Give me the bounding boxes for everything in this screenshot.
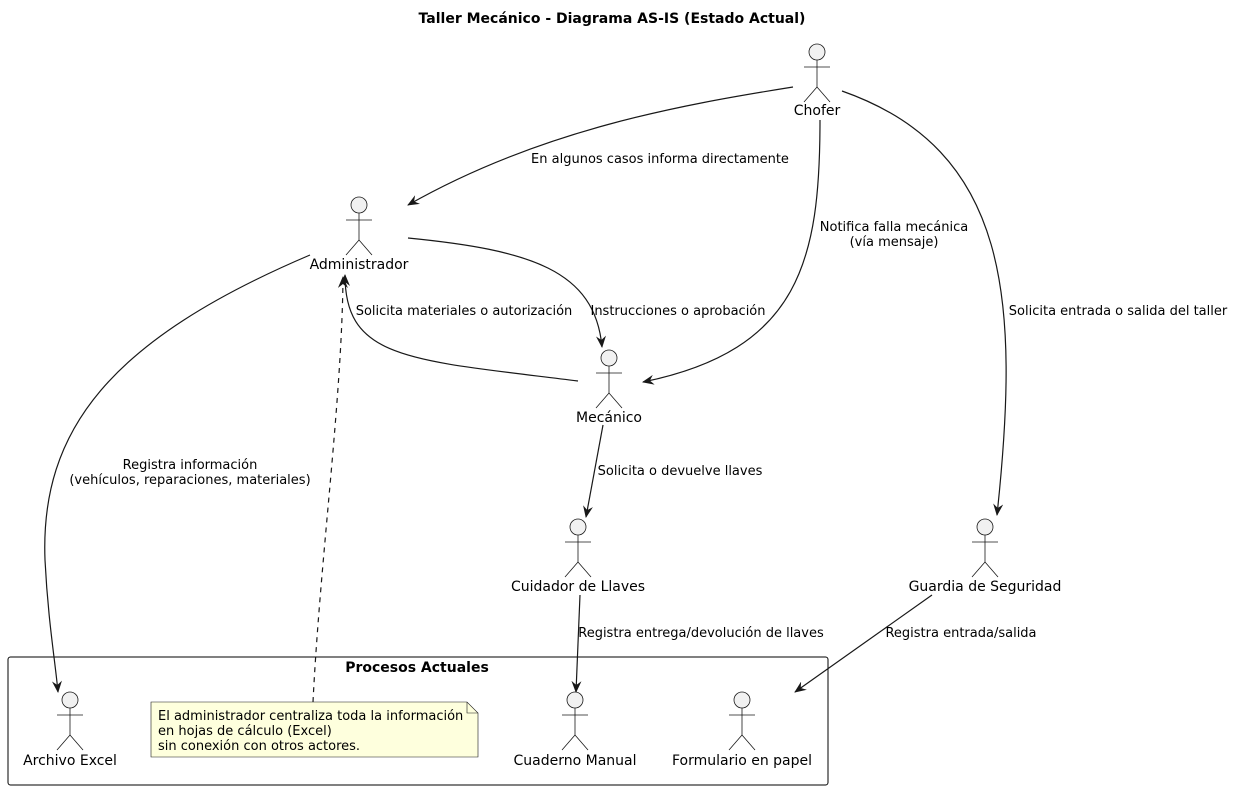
- note-line-3: sin conexión con otros actores.: [158, 739, 360, 754]
- edge-label: Registra entrega/devolución de llaves: [578, 626, 824, 641]
- edge-administrador-archivo-excel: Registra información (vehículos, reparac…: [44, 254, 311, 693]
- actor-archivo-excel: Archivo Excel: [23, 691, 117, 769]
- actor-cuaderno-manual: Cuaderno Manual: [514, 691, 637, 769]
- actor-icon: [561, 691, 589, 751]
- actor-label: Archivo Excel: [23, 753, 117, 769]
- actor-label: Chofer: [794, 103, 841, 119]
- edge-label: Solicita materiales o autorización: [356, 304, 573, 319]
- edge-label-line-1: Notifica falla mecánica: [820, 220, 968, 235]
- diagram-title: Taller Mecánico - Diagrama AS-IS (Estado…: [419, 11, 806, 27]
- actor-label: Cuaderno Manual: [514, 753, 637, 769]
- note-line-1: El administrador centraliza toda la info…: [158, 709, 463, 724]
- actor-formulario-en-papel: Formulario en papel: [672, 691, 812, 769]
- edge-mecanico-administrador: Solicita materiales o autorización: [340, 274, 579, 382]
- edge-label: Instrucciones o aprobación: [590, 304, 765, 319]
- edge-label-line-2: (vehículos, reparaciones, materiales): [69, 473, 310, 488]
- actor-icon: [564, 518, 592, 578]
- actor-icon: [595, 349, 623, 409]
- actor-chofer: Chofer: [794, 43, 841, 119]
- edge-label: Solicita o devuelve llaves: [598, 464, 763, 479]
- edge-mecanico-cuidador: Solicita o devuelve llaves: [583, 424, 763, 518]
- edge-chofer-guardia: Solicita entrada o salida del taller: [841, 90, 1228, 516]
- actor-icon: [803, 43, 831, 103]
- actor-administrador: Administrador: [310, 196, 409, 273]
- edge-administrador-mecanico: Instrucciones o aprobación: [407, 237, 766, 348]
- actor-label: Mecánico: [576, 410, 642, 426]
- edge-label-line-2: (vía mensaje): [850, 235, 939, 250]
- actor-icon: [345, 196, 373, 256]
- actor-guardia-de-seguridad: Guardia de Seguridad: [909, 518, 1062, 595]
- edge-label: Solicita entrada o salida del taller: [1009, 304, 1228, 319]
- edge-chofer-mecanico: Notifica falla mecánica (vía mensaje): [642, 119, 968, 385]
- actor-label: Cuidador de Llaves: [511, 579, 645, 595]
- edge-cuidador-cuaderno: Registra entrega/devolución de llaves: [571, 594, 824, 693]
- edge-label-line-1: Registra información: [123, 458, 258, 473]
- note-administrador: El administrador centraliza toda la info…: [150, 701, 479, 758]
- edge-label: En algunos casos informa directamente: [531, 152, 789, 167]
- edge-chofer-administrador: En algunos casos informa directamente: [407, 86, 794, 206]
- actor-icon: [56, 691, 84, 751]
- actor-label: Administrador: [310, 257, 409, 273]
- actor-icon: [728, 691, 756, 751]
- note-line-2: en hojas de cálculo (Excel): [158, 724, 332, 739]
- actor-cuidador-de-llaves: Cuidador de Llaves: [511, 518, 645, 595]
- note-connector: [312, 276, 348, 703]
- actor-label: Formulario en papel: [672, 753, 812, 769]
- actor-mecanico: Mecánico: [576, 349, 642, 426]
- edge-guardia-formulario: Registra entrada/salida: [794, 594, 1037, 693]
- edge-label: Registra entrada/salida: [885, 626, 1036, 641]
- actor-label: Guardia de Seguridad: [909, 579, 1062, 595]
- package-title: Procesos Actuales: [345, 660, 489, 676]
- actor-icon: [971, 518, 999, 578]
